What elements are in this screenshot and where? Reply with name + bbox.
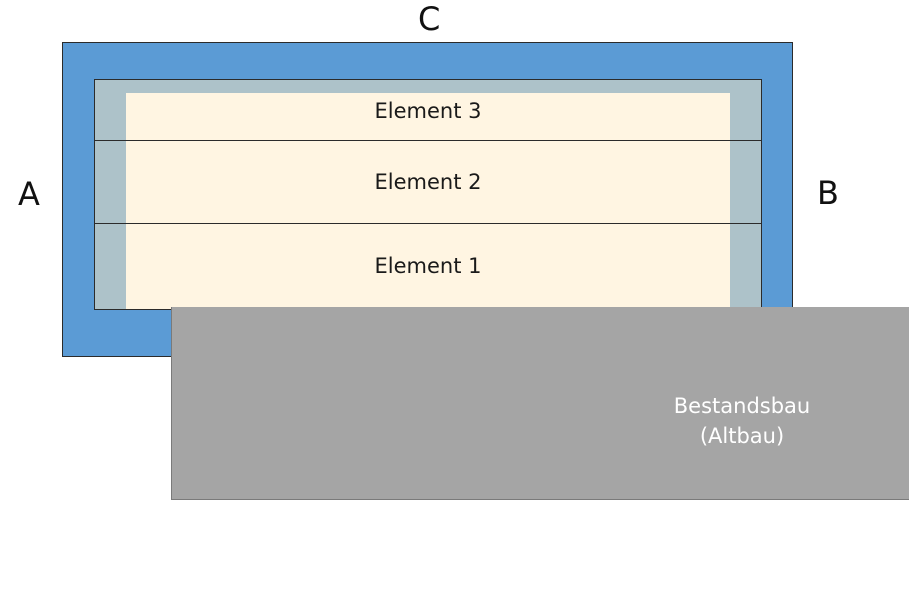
- existing-building-line2: (Altbau): [699, 424, 785, 448]
- element-3-label: Element 3: [374, 99, 482, 123]
- element-3: Element 3: [126, 93, 730, 140]
- element-divider: [95, 223, 761, 224]
- element-divider: [95, 140, 761, 141]
- label-c: C: [418, 0, 441, 38]
- stack-top-band: [95, 80, 761, 93]
- existing-building: Bestandsbau (Altbau): [171, 307, 909, 500]
- element-1-label: Element 1: [374, 254, 482, 278]
- wall-b: [761, 92, 793, 308]
- element-1: Element 1: [126, 224, 730, 309]
- element-2: Element 2: [126, 141, 730, 223]
- existing-building-line1: Bestandsbau: [673, 394, 811, 418]
- stack-left-band: [95, 93, 126, 309]
- label-b: B: [817, 174, 839, 212]
- label-a: A: [18, 175, 40, 213]
- wall-a-foot: [62, 307, 172, 357]
- element-2-label: Element 2: [374, 170, 482, 194]
- existing-building-label: Bestandsbau (Altbau): [642, 391, 842, 451]
- stack-right-band: [730, 93, 761, 309]
